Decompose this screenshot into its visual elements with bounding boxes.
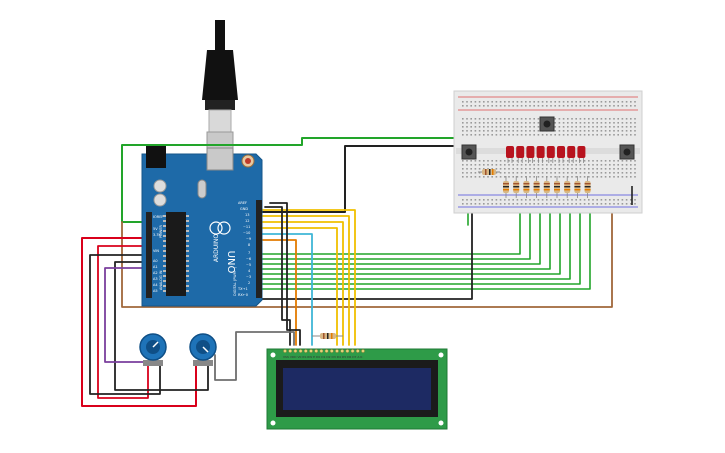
lcd-resistor xyxy=(312,333,343,339)
usb-port xyxy=(206,147,234,171)
wire-black-lcd-1 xyxy=(264,206,291,346)
red-led xyxy=(516,146,525,163)
wire-black-bb xyxy=(257,199,473,300)
capacitor-2 xyxy=(153,193,167,207)
wire-green-5 xyxy=(257,184,561,275)
arduino-brand: ARDUINO xyxy=(213,234,220,263)
wire-brown xyxy=(121,189,613,308)
arduino-uno-board: ARDUINO UNO AREF GND 13 12 ~11 ~10 ~9 8 … xyxy=(141,146,263,307)
resistor xyxy=(533,176,540,198)
wire-green-5v xyxy=(121,137,466,223)
resistor xyxy=(574,176,581,198)
wire-black-gnd-top xyxy=(257,145,471,213)
pin-label-0: RX←0 xyxy=(238,293,248,297)
pin-label-ioref: IOREF xyxy=(153,215,163,219)
power-jack xyxy=(146,146,166,168)
resistor xyxy=(554,176,560,198)
resistor-horizontal xyxy=(478,169,500,175)
wire-yellow-4 xyxy=(257,227,338,346)
resistor xyxy=(564,176,571,198)
wires xyxy=(81,137,613,407)
wire-orange xyxy=(257,239,297,346)
breadboard-holes xyxy=(462,101,636,205)
power-header-label: POWER xyxy=(159,224,163,238)
pin-label-3v3: 3.3V xyxy=(153,233,162,237)
pin-label-1: TX→1 xyxy=(237,287,248,291)
pin-label-a2: A2 xyxy=(153,271,158,275)
lcd-16x2: VSS VDD V0 RS RW E D0 D1 D2 D3 D4 D5 D6 … xyxy=(266,348,448,430)
pin-label-7: 7 xyxy=(248,251,250,255)
wire-black-pots-2 xyxy=(114,261,209,391)
wire-yellow-2 xyxy=(257,215,350,346)
wire-cyan xyxy=(257,233,313,346)
wire-red-2 xyxy=(97,245,149,399)
header-digital xyxy=(256,200,262,298)
pin-label-5v: 5V xyxy=(153,227,158,231)
lcd-pin-header xyxy=(283,349,365,353)
wire-green-8 xyxy=(257,184,591,290)
pin-label-8: 8 xyxy=(248,243,250,247)
red-led xyxy=(536,146,545,163)
potentiometer-2[interactable] xyxy=(189,333,217,366)
pin-label-2: 2 xyxy=(248,281,250,285)
led-row xyxy=(506,146,586,163)
arduino-logo xyxy=(209,221,223,235)
arduino-model: UNO xyxy=(225,251,236,274)
lcd-screen xyxy=(283,368,431,410)
breadboard-resistors xyxy=(503,176,633,205)
pin-label-3: ~3 xyxy=(246,275,251,279)
pin-label-aref: AREF xyxy=(238,201,247,205)
capacitor-1 xyxy=(153,179,167,193)
wire-red xyxy=(81,237,197,407)
pin-label-4: 4 xyxy=(248,269,251,273)
pin-label-13: 13 xyxy=(245,213,249,217)
red-led xyxy=(506,146,514,163)
pin-label-12: 12 xyxy=(245,219,249,223)
resistor xyxy=(584,176,591,198)
pin-label-a5: A5 xyxy=(153,289,158,293)
red-led xyxy=(546,146,555,163)
resistor xyxy=(513,176,520,198)
analog-header-label: ANALOG IN xyxy=(159,270,163,290)
pin-label-9: ~9 xyxy=(246,237,251,241)
red-led xyxy=(526,146,535,163)
potentiometer-1[interactable] xyxy=(139,333,167,366)
red-led xyxy=(577,146,586,163)
digital-header-label: DIGITAL (PWM~) xyxy=(233,266,237,296)
pin-label-a0: A0 xyxy=(153,259,158,263)
wire-green-6 xyxy=(257,184,571,280)
red-led xyxy=(567,146,576,163)
resistor xyxy=(523,176,530,198)
pin-label-10: ~10 xyxy=(243,231,250,235)
pin-label-a1: A1 xyxy=(153,265,158,269)
pin-label-5: ~5 xyxy=(246,263,251,267)
wire-gray xyxy=(214,331,295,381)
wire-yellow-1 xyxy=(257,209,356,346)
red-led xyxy=(557,146,565,163)
chip-pins xyxy=(163,215,189,292)
pin-label-gnd: GND xyxy=(240,207,248,211)
wire-black-lcd-2 xyxy=(269,202,301,346)
resistor xyxy=(503,176,509,198)
resistor xyxy=(543,176,550,198)
pin-label-11: ~11 xyxy=(243,225,250,229)
pin-label-vin: VIN xyxy=(153,249,159,253)
atmega-chip xyxy=(166,212,186,296)
pin-label-6: ~6 xyxy=(246,257,251,261)
push-buttons xyxy=(461,116,635,160)
pin-label-a3: A3 xyxy=(153,277,158,281)
header-power xyxy=(146,212,152,298)
wire-green-7 xyxy=(257,184,581,285)
wire-black-pots xyxy=(89,254,161,395)
crystal xyxy=(197,179,207,199)
pin-label-a4: A4 xyxy=(153,283,158,287)
lcd-pin-labels: VSS VDD V0 RS RW E D0 D1 D2 D3 D4 D5 D6 … xyxy=(283,355,363,359)
